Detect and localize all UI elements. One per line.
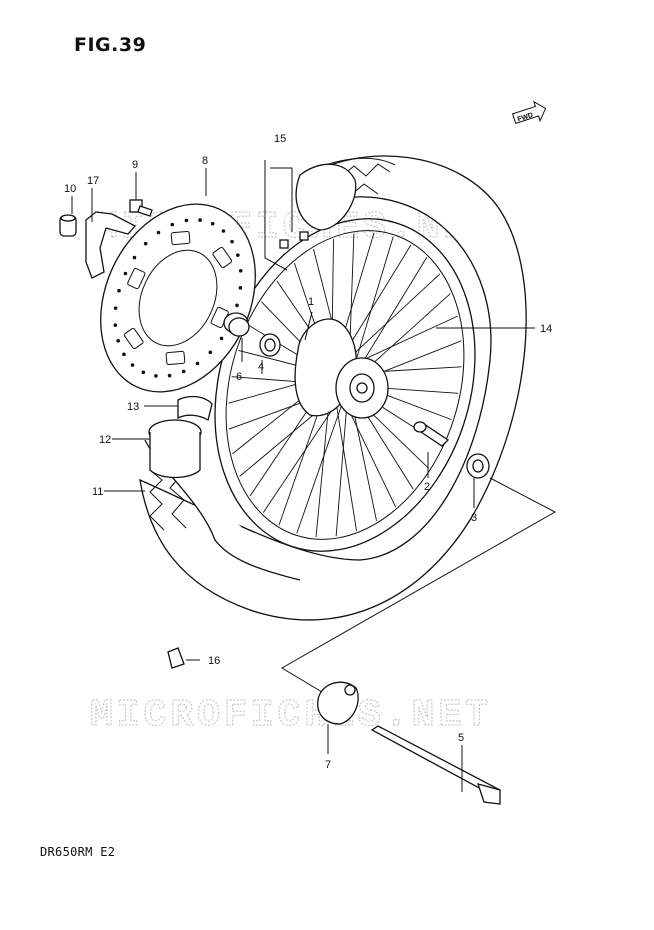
disc-cutout — [170, 230, 191, 246]
part-5-axle — [370, 725, 502, 805]
disc-hole — [230, 239, 234, 244]
part-4-bearing — [259, 333, 281, 357]
disc-hole — [123, 271, 128, 276]
disc-hole — [113, 306, 118, 310]
callout-1: 1 — [308, 296, 314, 308]
callout-11: 11 — [92, 486, 103, 498]
disc-hole — [181, 369, 186, 374]
figure-title: FIG.39 — [74, 34, 147, 56]
part-2-axle-spacer — [413, 421, 450, 447]
callout-13: 13 — [127, 401, 139, 413]
disc-hole — [117, 288, 121, 293]
callout-8: 8 — [202, 155, 208, 167]
disc-hole — [210, 221, 215, 226]
disc-hole — [235, 303, 239, 308]
part-15-spoke-nipples — [264, 160, 309, 271]
leader-lines — [71, 168, 535, 792]
wheel-spokes — [228, 232, 462, 538]
disc-hole — [170, 222, 175, 227]
disc-hole — [208, 350, 213, 355]
callout-15: 15 — [274, 133, 286, 145]
disc-hole — [143, 241, 148, 246]
disc-cutout — [123, 327, 144, 350]
model-code-label: DR650RM E2 — [40, 845, 116, 859]
disc-hole — [167, 373, 172, 378]
disc-hole — [156, 230, 161, 235]
callout-10: 10 — [64, 183, 76, 195]
disc-hole — [113, 323, 118, 327]
part-12-tube — [148, 419, 202, 479]
callout-9: 9 — [132, 159, 138, 171]
disc-hole — [154, 374, 158, 378]
part-3-bearing — [466, 453, 490, 479]
part-17-bracket — [85, 211, 137, 279]
fwd-arrow-icon: FWD — [511, 100, 547, 125]
disc-hole — [195, 361, 200, 366]
callout-3: 3 — [471, 512, 477, 524]
disc-hole — [236, 253, 240, 257]
disc-hole — [184, 218, 189, 223]
disc-hole — [130, 363, 135, 367]
disc-cutout — [127, 268, 146, 290]
part-7-gearbox — [317, 681, 359, 725]
fwd-label: FWD — [517, 112, 534, 124]
callout-2: 2 — [424, 481, 430, 493]
part-6-spacer — [223, 312, 250, 337]
wheel-hub — [294, 318, 389, 419]
callout-6: 6 — [236, 371, 242, 383]
disc-hole — [221, 229, 226, 233]
callout-14: 14 — [540, 323, 552, 335]
callout-7: 7 — [325, 759, 331, 771]
spoke — [296, 385, 349, 534]
callout-5: 5 — [458, 732, 464, 744]
callout-16: 16 — [208, 655, 220, 667]
disc-hole — [116, 339, 120, 343]
disc-hole — [122, 352, 126, 357]
disc-hole — [198, 218, 202, 222]
brake-disc — [100, 203, 256, 393]
disc-hole — [141, 370, 146, 375]
callout-4: 4 — [258, 361, 264, 373]
disc-hole — [238, 269, 243, 273]
callout-17: 17 — [87, 175, 99, 187]
callout-12: 12 — [99, 434, 111, 446]
disc-hole — [238, 286, 243, 290]
part-16-valve-cap — [167, 647, 185, 669]
disc-hole — [132, 255, 137, 260]
part-10-nut — [59, 214, 77, 237]
assembly-guide-lines — [281, 477, 557, 693]
disc-hole — [219, 336, 224, 341]
part-13-rim-band — [177, 395, 213, 422]
watermark-bottom: MICROFICHES.NET — [90, 694, 492, 737]
disc-cutout — [212, 246, 233, 269]
disc-cutout — [165, 350, 186, 366]
